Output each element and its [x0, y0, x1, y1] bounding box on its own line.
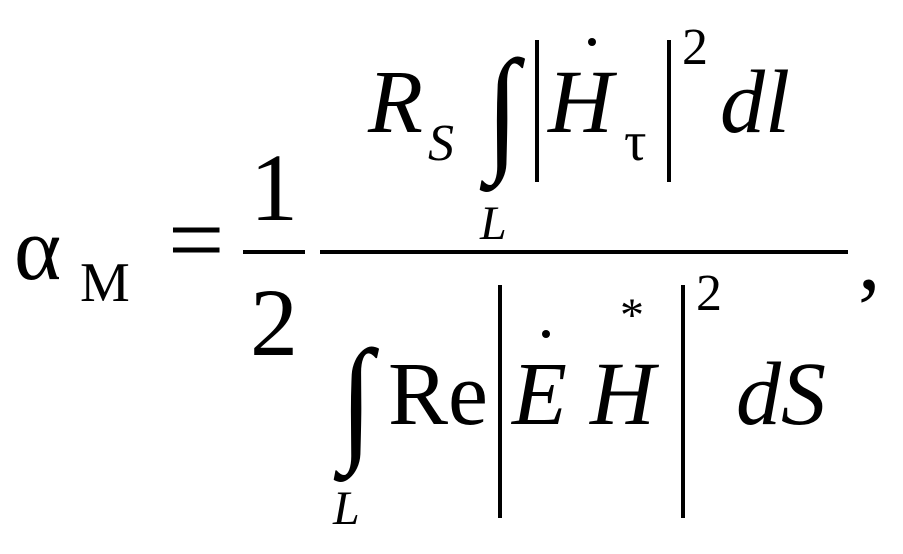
denominator-integral-sign: ∫ [340, 321, 373, 475]
numerator-H: H [548, 53, 613, 152]
numerator-R: R [368, 53, 423, 152]
equals-sign: = [168, 184, 225, 295]
alpha-subscript: M [80, 252, 130, 314]
numerator-H-subscript: τ [624, 111, 647, 173]
numerator-abs-left-bar [535, 40, 539, 182]
numerator-integral-limit: L [480, 197, 507, 250]
numerator-H-dot [588, 38, 596, 46]
numerator-R-subscript: S [428, 115, 454, 172]
alpha-symbol: α [14, 200, 62, 299]
half-denominator: 2 [250, 269, 298, 376]
denominator-E-dot [542, 330, 550, 338]
numerator-power: 2 [682, 19, 708, 76]
denominator-star: * [620, 289, 644, 342]
denominator-E: E [512, 345, 567, 444]
denominator-abs-left-bar [498, 285, 502, 518]
trailing-comma: , [858, 210, 881, 309]
denominator-differential: dS [736, 345, 826, 444]
half-fraction-bar [243, 250, 305, 254]
denominator-power: 2 [696, 265, 722, 322]
numerator-differential: dl [720, 53, 791, 152]
denominator-abs-right-bar [681, 285, 685, 518]
denominator-integral-limit: L [333, 482, 360, 535]
denominator-Re: Re [388, 345, 488, 444]
denominator-H: H [590, 345, 655, 444]
main-fraction-bar [320, 250, 848, 254]
half-numerator: 1 [250, 134, 298, 241]
numerator-abs-right-bar [667, 40, 671, 182]
numerator-integral-sign: ∫ [486, 31, 519, 185]
